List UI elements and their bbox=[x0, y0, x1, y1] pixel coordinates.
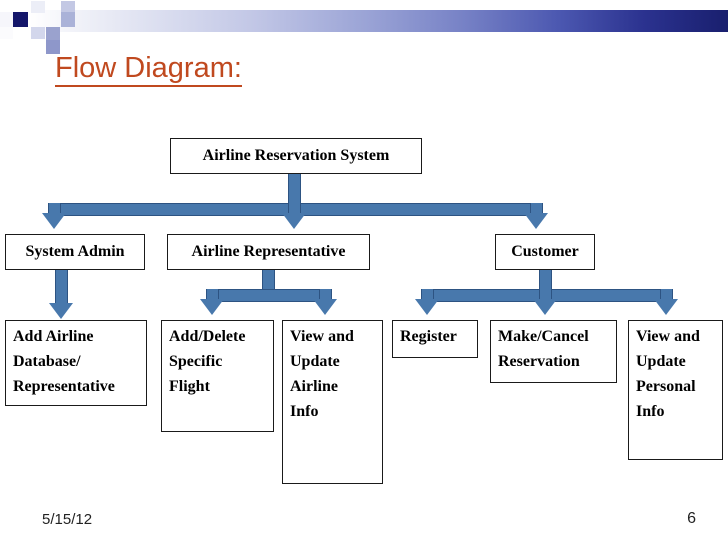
node-add-delete-specific-flight-label: Add/Delete Specific Flight bbox=[169, 328, 246, 395]
connector-to-customer-shaft bbox=[530, 203, 543, 215]
connector-to-view-personal-info-shaft bbox=[660, 289, 673, 301]
connector-root-shaft bbox=[288, 172, 301, 204]
header-gradient-bar bbox=[30, 10, 728, 32]
connector-to-airline-rep-arrowhead bbox=[282, 213, 306, 229]
deco-square-1 bbox=[0, 12, 13, 27]
node-register-label: Register bbox=[400, 328, 457, 345]
connector-to-customer-arrowhead bbox=[524, 213, 548, 229]
footer-date: 5/15/12 bbox=[42, 511, 93, 528]
node-airline-reservation-system[interactable]: Airline Reservation System bbox=[170, 138, 422, 174]
node-airline-representative-label: Airline Representative bbox=[191, 243, 346, 260]
connector-to-register-shaft bbox=[421, 289, 434, 301]
connector-to-system-admin-arrowhead bbox=[42, 213, 66, 229]
node-add-airline-database-representative-label: Add Airline Database/ Representative bbox=[13, 328, 115, 395]
node-customer[interactable]: Customer bbox=[495, 234, 595, 270]
connector-airline-rep-shaft bbox=[262, 270, 275, 291]
connector-to-make-cancel-arrowhead bbox=[533, 299, 557, 315]
node-airline-representative[interactable]: Airline Representative bbox=[167, 234, 370, 270]
node-view-update-airline-info-label: View and Update Airline Info bbox=[290, 328, 354, 420]
node-airline-reservation-system-label: Airline Reservation System bbox=[202, 147, 390, 164]
connector-system-admin-arrowhead bbox=[49, 303, 73, 319]
deco-square-3 bbox=[13, 12, 28, 27]
connector-customer-shaft bbox=[539, 270, 552, 291]
node-view-update-airline-info[interactable]: View and Update Airline Info bbox=[282, 320, 383, 484]
connector-to-register-arrowhead bbox=[415, 299, 439, 315]
node-system-admin-label: System Admin bbox=[25, 243, 125, 260]
connector-to-view-airline-info-shaft bbox=[319, 289, 332, 301]
deco-square-6 bbox=[46, 27, 60, 40]
header-decoration bbox=[0, 0, 728, 56]
connector-to-add-delete-flight-shaft bbox=[206, 289, 219, 301]
deco-square-8 bbox=[61, 1, 75, 12]
node-make-cancel-reservation[interactable]: Make/Cancel Reservation bbox=[490, 320, 617, 383]
node-customer-label: Customer bbox=[511, 243, 579, 260]
connector-airline-rep-bar bbox=[206, 289, 332, 302]
page-title-text: Flow Diagram: bbox=[55, 52, 242, 87]
page-title: Flow Diagram: bbox=[55, 52, 242, 87]
deco-square-4 bbox=[31, 1, 45, 13]
connector-system-admin-shaft bbox=[55, 270, 68, 306]
deco-square-5 bbox=[31, 27, 45, 39]
footer-page-number: 6 bbox=[687, 510, 696, 527]
connector-to-view-personal-info-arrowhead bbox=[654, 299, 678, 315]
node-system-admin[interactable]: System Admin bbox=[5, 234, 145, 270]
deco-square-9 bbox=[61, 12, 75, 27]
connector-to-system-admin-shaft bbox=[48, 203, 61, 215]
connector-to-add-delete-flight-arrowhead bbox=[200, 299, 224, 315]
connector-to-airline-rep-shaft bbox=[288, 203, 301, 215]
deco-square-7 bbox=[46, 40, 60, 54]
deco-square-2 bbox=[0, 27, 13, 39]
node-view-update-personal-info-label: View and Update Personal Info bbox=[636, 328, 700, 420]
connector-to-make-cancel-shaft bbox=[539, 289, 552, 301]
node-view-update-personal-info[interactable]: View and Update Personal Info bbox=[628, 320, 723, 460]
node-make-cancel-reservation-label: Make/Cancel Reservation bbox=[498, 328, 589, 370]
node-add-delete-specific-flight[interactable]: Add/Delete Specific Flight bbox=[161, 320, 274, 432]
connector-to-view-airline-info-arrowhead bbox=[313, 299, 337, 315]
node-register[interactable]: Register bbox=[392, 320, 478, 358]
node-add-airline-database-representative[interactable]: Add Airline Database/ Representative bbox=[5, 320, 147, 406]
